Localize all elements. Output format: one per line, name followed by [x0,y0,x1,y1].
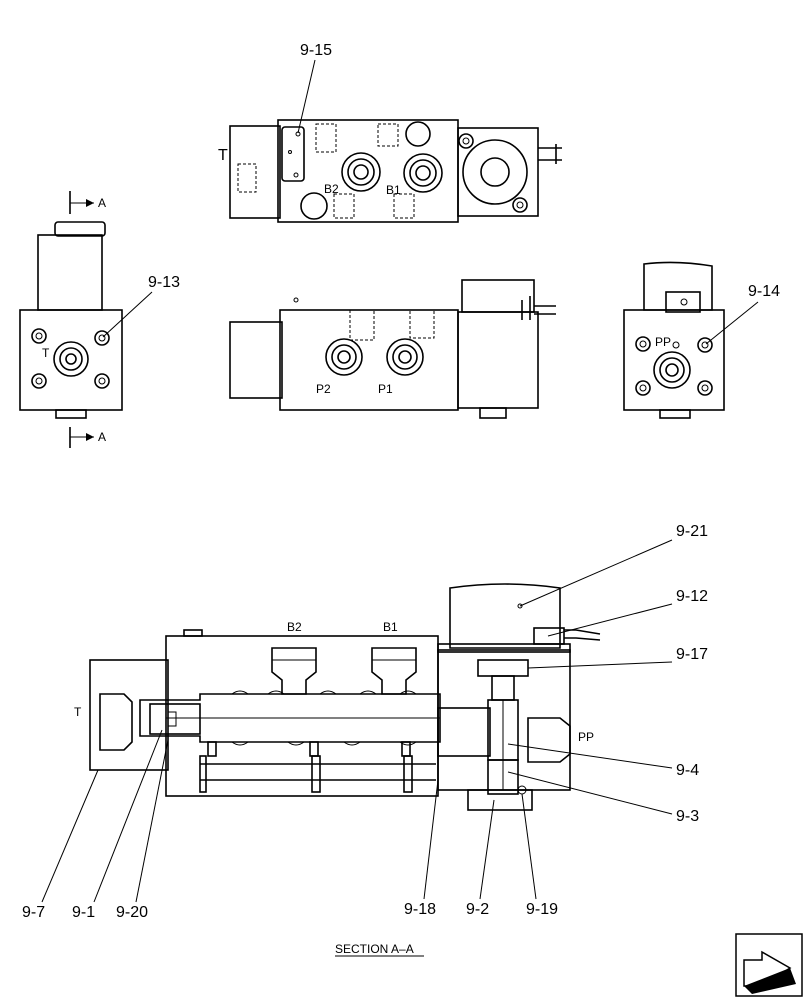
callout-9-14: 9-14 [748,283,780,300]
callout-9-4: 9-4 [676,762,699,779]
callout-9-13: 9-13 [148,274,180,291]
top-port-t-label: T [218,147,228,164]
section-port-b1-label: B1 [383,620,398,634]
right-end-view: PP 9-14 [623,261,780,419]
left-port-t-label: T [42,346,50,360]
callout-9-2: 9-2 [466,901,489,918]
section-marker-top: A [98,196,106,210]
top-port-b1-label: B1 [386,183,401,197]
section-port-t-label: T [74,705,82,719]
section-port-pp-label: PP [578,730,594,744]
section-marker-bottom: A [98,430,106,444]
top-view: T B2 B1 9-15 [218,42,562,223]
front-port-p1-label: P1 [378,382,393,396]
callout-9-7: 9-7 [22,904,45,921]
next-page-arrow-icon[interactable] [735,933,803,997]
left-end-view: A A T 9-13 [19,191,180,448]
callout-9-18: 9-18 [404,901,436,918]
section-a-a-view: T B2 B1 PP 9-21 9-12 9-17 9-4 9-3 9-7 9-… [22,523,708,957]
callout-9-1: 9-1 [72,904,95,921]
front-port-p2-label: P2 [316,382,331,396]
callout-9-12: 9-12 [676,588,708,605]
callout-9-20: 9-20 [116,904,148,921]
section-port-b2-label: B2 [287,620,302,634]
callout-9-21: 9-21 [676,523,708,540]
front-view: P2 P1 [229,279,556,419]
section-title: SECTION A–A [335,942,414,956]
callout-9-15: 9-15 [300,42,332,59]
right-port-pp-label: PP [655,335,671,349]
top-port-b2-label: B2 [324,182,339,196]
callout-9-19: 9-19 [526,901,558,918]
callout-9-17: 9-17 [676,646,708,663]
callout-9-3: 9-3 [676,808,699,825]
